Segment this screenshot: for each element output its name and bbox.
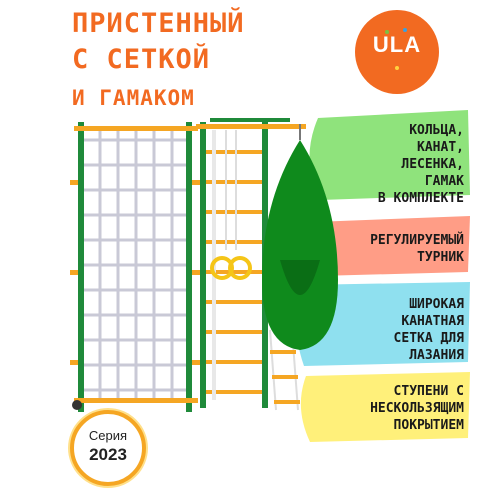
climbing-net xyxy=(84,131,186,398)
logo-text: ULA xyxy=(372,32,422,57)
hammock xyxy=(262,124,338,350)
ladder-rungs xyxy=(206,150,262,394)
brand-logo: ULA xyxy=(355,10,439,94)
badge-bg-1 xyxy=(309,110,470,200)
net-frame xyxy=(74,122,198,412)
series-badge: Серия 2023 xyxy=(70,410,146,486)
title-line-1: ПРИСТЕННЫЙ xyxy=(72,8,245,39)
base-bolt xyxy=(72,400,82,410)
badge-steps: СТУПЕНИ С НЕСКОЛЬЗЯЩИМ ПОКРЫТИЕМ xyxy=(370,384,464,433)
gymnastic-rings xyxy=(210,130,252,280)
title-line-3: И ГАМАКОМ xyxy=(72,86,195,110)
title-line-2: С СЕТКОЙ xyxy=(72,44,211,75)
series-label: Серия xyxy=(88,428,128,443)
badge-kit: КОЛЬЦА, КАНАТ, ЛЕСЕНКА, ГАМАК В КОМПЛЕКТ… xyxy=(377,123,464,206)
badge-climbing-net: ШИРОКАЯ КАНАТНАЯ СЕТКА ДЛЯ ЛАЗАНИЯ xyxy=(393,297,464,363)
series-year: 2023 xyxy=(89,445,127,464)
badge-bg-3 xyxy=(295,282,470,366)
badge-bg-2 xyxy=(308,216,470,276)
badge-bg-4 xyxy=(300,372,470,442)
wall-brackets xyxy=(70,180,200,365)
badge-adjustable-bar: РЕГУЛИРУЕМЫЙ ТУРНИК xyxy=(370,233,464,265)
